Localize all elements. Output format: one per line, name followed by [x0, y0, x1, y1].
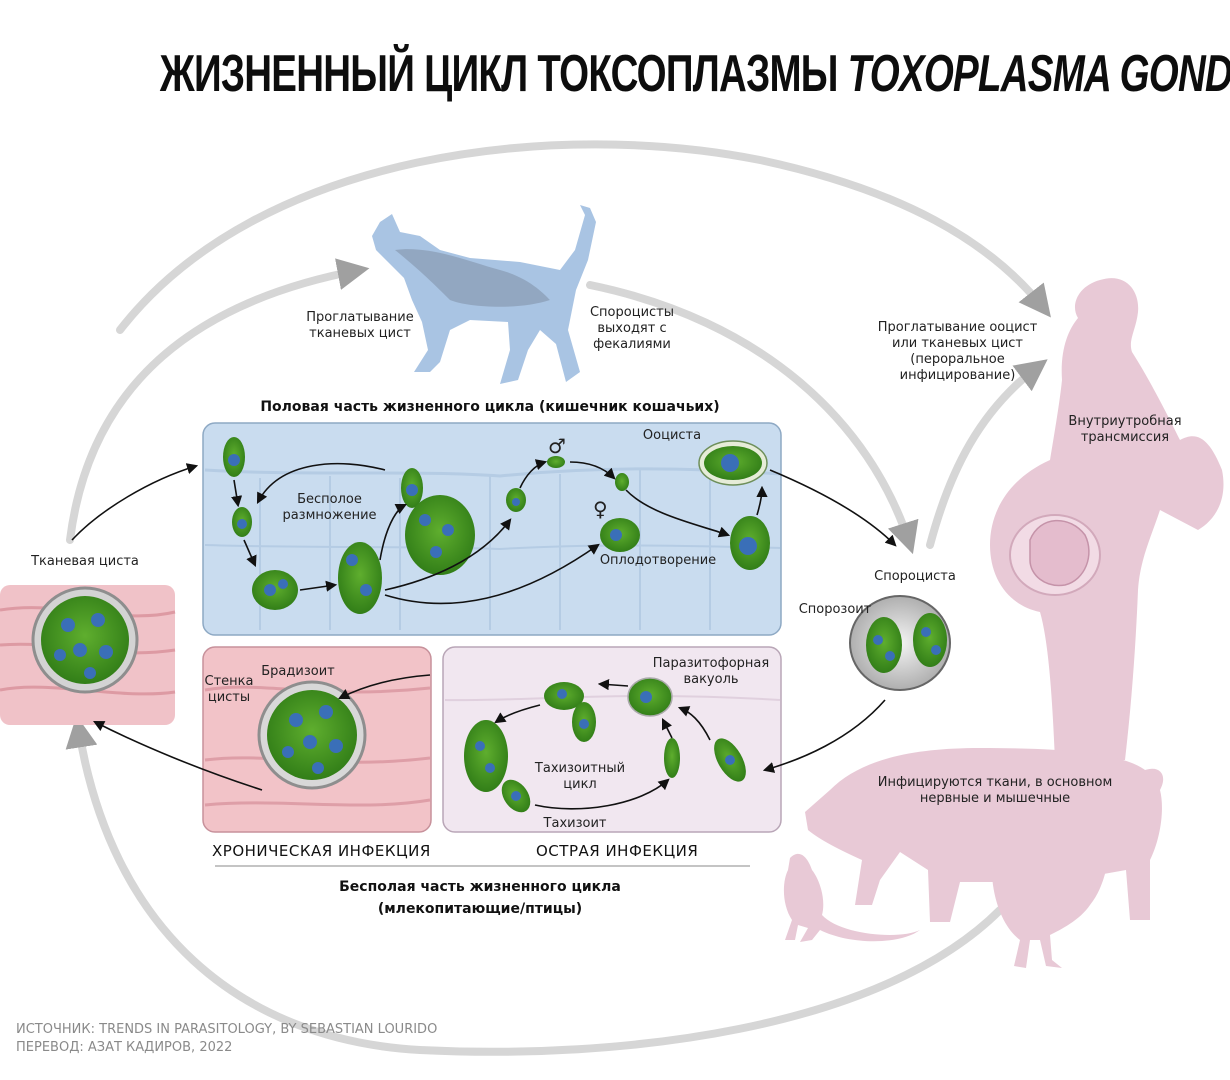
- parasite-cells-acute: [464, 677, 746, 813]
- label-sporozoite: Спорозоит: [798, 602, 872, 617]
- chronic-infection-panel: [202, 646, 432, 833]
- label-fertilization: Оплодотворение: [599, 553, 717, 568]
- caption-acute-infection: ОСТРАЯ ИНФЕКЦИЯ: [536, 842, 699, 860]
- source-credit: ИСТОЧНИК: TRENDS IN PARASITOLOGY, BY SEB…: [16, 1022, 438, 1037]
- label-oocyst: Ооциста: [642, 428, 702, 443]
- female-symbol: ♀: [593, 497, 608, 521]
- sexual-cycle-header: Половая часть жизненного цикла (кишечник…: [260, 399, 720, 415]
- chicken-silhouette: [985, 808, 1110, 968]
- cycle-arrows: [65, 140, 1051, 1056]
- page-title: ЖИЗНЕННЫЙ ЦИКЛ ТОКСОПЛАЗМЫ TOXOPLASMA GO…: [160, 44, 1230, 104]
- male-symbol: ♂: [548, 434, 566, 458]
- label-tachyzoite: Тахизоит: [543, 816, 607, 831]
- cat-silhouette: [372, 205, 596, 384]
- asexual-cycle-header: Бесполая часть жизненного цикла(млекопит…: [339, 879, 621, 917]
- acute-infection-panel: [442, 646, 782, 833]
- label-tissue-cyst: Тканевая циста: [31, 554, 139, 569]
- sporocyst-illustration: [849, 595, 951, 691]
- label-bradyzoite: Брадизоит: [261, 664, 335, 679]
- translation-credit: ПЕРЕВОД: АЗАТ КАДИРОВ, 2022: [16, 1040, 233, 1055]
- tissue-cyst-illustration: [0, 585, 176, 725]
- caption-chronic-infection: ХРОНИЧЕСКАЯ ИНФЕКЦИЯ: [212, 842, 431, 860]
- label-sporocyst: Спороциста: [874, 569, 956, 584]
- pregnant-woman-silhouette: [990, 278, 1224, 760]
- process-arrows: [71, 459, 897, 810]
- rat-silhouette: [783, 853, 920, 942]
- parasite-cells-sexual: [223, 437, 770, 614]
- title-latin: TOXOPLASMA GONDII: [847, 45, 1230, 103]
